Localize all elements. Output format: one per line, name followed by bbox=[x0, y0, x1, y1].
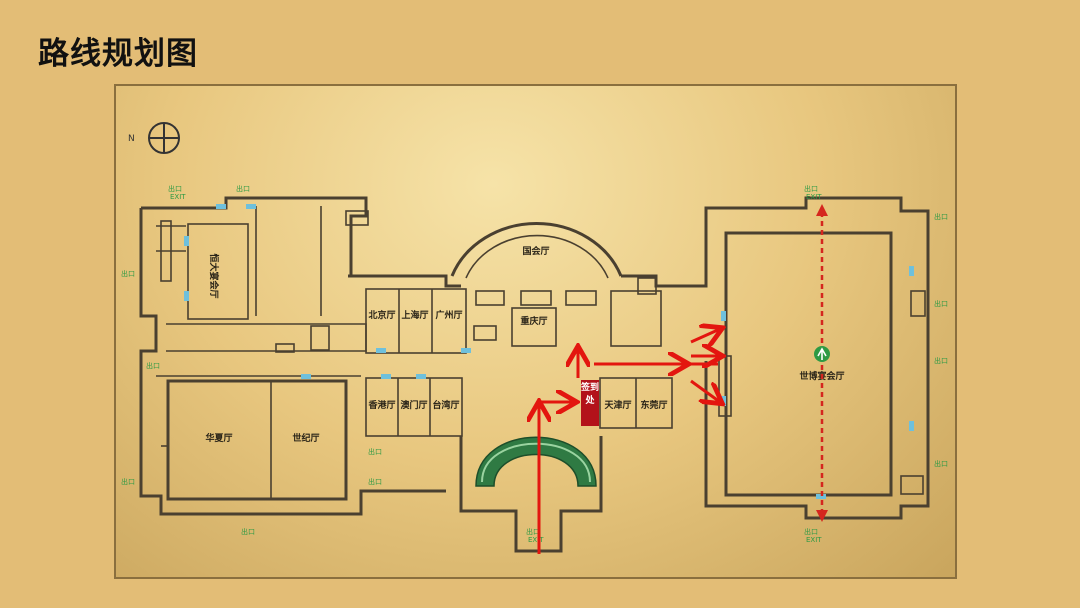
central-block-walls bbox=[348, 206, 721, 553]
exit-label: 出口 bbox=[241, 527, 255, 536]
room-beijing: 北京厅 bbox=[368, 309, 395, 321]
exit-label: 出口 bbox=[934, 299, 948, 308]
exit-label: 出口 bbox=[236, 184, 250, 193]
checkin-desk-tag: 签到处 bbox=[581, 380, 599, 426]
room-guohui: 国会厅 bbox=[522, 245, 549, 257]
exit-label: 出口 bbox=[804, 527, 818, 536]
room-dongguan: 东莞厅 bbox=[640, 399, 667, 411]
room-huaxia: 华夏厅 bbox=[205, 432, 232, 444]
room-tianjin: 天津厅 bbox=[604, 399, 631, 411]
floor-plan-map: N bbox=[114, 84, 957, 579]
room-shanghai: 上海厅 bbox=[401, 309, 428, 321]
room-guangzhou: 广州厅 bbox=[435, 309, 462, 321]
exit-label: 出口 bbox=[934, 212, 948, 221]
north-compass-icon: N bbox=[128, 122, 180, 154]
east-hall-walls bbox=[704, 196, 930, 520]
exit-label: 出口 bbox=[804, 184, 818, 193]
exit-en-label: EXIT bbox=[806, 536, 822, 544]
exit-label: 出口 bbox=[368, 447, 382, 456]
page-title: 路线规划图 bbox=[38, 36, 198, 72]
room-hengda: 恒大宴会厅 bbox=[208, 253, 220, 298]
exit-label: 出口 bbox=[934, 459, 948, 468]
exit-label: 出口 bbox=[526, 527, 540, 536]
exit-label: 出口 bbox=[121, 477, 135, 486]
room-taiwan: 台湾厅 bbox=[432, 399, 459, 411]
room-hongkong: 香港厅 bbox=[367, 399, 395, 411]
exit-en-label: EXIT bbox=[170, 193, 186, 201]
exit-label: 出口 bbox=[146, 361, 160, 370]
room-chongqing: 重庆厅 bbox=[520, 315, 547, 327]
north-label: N bbox=[128, 134, 135, 144]
exit-markers: 出口 出口 出口 出口 出口 出口 出口 出口 出口 出口 出口 出口 出口 出… bbox=[121, 184, 948, 544]
room-labels: 恒大宴会厅 国会厅 北京厅 上海厅 广州厅 重庆厅 香港厅 澳门厅 台湾厅 天津… bbox=[205, 245, 844, 444]
exit-label: 出口 bbox=[934, 356, 948, 365]
exit-label: 出口 bbox=[121, 269, 135, 278]
exit-label: 出口 bbox=[168, 184, 182, 193]
route-arrows bbox=[539, 204, 830, 554]
exit-label: 出口 bbox=[368, 477, 382, 486]
room-macau: 澳门厅 bbox=[400, 399, 427, 411]
exit-en-label: EXIT bbox=[806, 193, 822, 201]
exit-en-label: EXIT bbox=[528, 536, 544, 544]
room-shiji: 世纪厅 bbox=[292, 432, 319, 444]
